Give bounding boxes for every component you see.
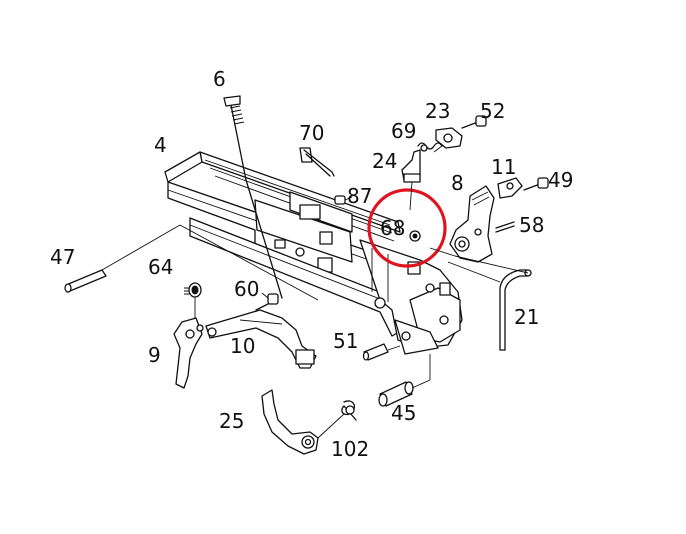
callout-69: 69 [391, 119, 416, 143]
callout-47: 47 [50, 245, 75, 269]
part-45-sleeve [378, 381, 414, 407]
part-9-trigger [173, 317, 204, 389]
part-6-screw [223, 95, 283, 299]
part-51-pin [362, 343, 389, 361]
part-10-trigger-bar [205, 309, 317, 369]
callout-4: 4 [154, 133, 167, 157]
callout-24: 24 [372, 149, 397, 173]
part-8-hammer [449, 185, 495, 263]
part-102-clip [341, 400, 357, 421]
callout-labels: 4 6 70 69 23 52 24 87 8 11 49 68 58 47 6… [50, 67, 573, 461]
part-24-latch [401, 149, 421, 183]
part-64-spring [184, 282, 202, 298]
callout-87: 87 [347, 184, 372, 208]
part-60-screw [255, 293, 279, 311]
callout-60: 60 [234, 277, 259, 301]
callout-58: 58 [519, 213, 544, 237]
callout-11: 11 [491, 155, 516, 179]
callout-70: 70 [299, 121, 324, 145]
callout-25: 25 [219, 409, 244, 433]
callout-21: 21 [514, 305, 539, 329]
part-68-ring [367, 188, 447, 268]
leader-lines [101, 145, 529, 439]
callout-51: 51 [333, 329, 358, 353]
callout-64: 64 [148, 255, 173, 279]
part-52-screw [461, 115, 487, 129]
part-25-lever [261, 389, 319, 455]
part-69-spring [417, 142, 443, 152]
callout-102: 102 [331, 437, 369, 461]
callout-45: 45 [391, 401, 416, 425]
part-70-spring [299, 147, 335, 177]
part-11-sear [497, 177, 523, 199]
frame-housing [164, 151, 463, 355]
part-87-pin [334, 195, 353, 205]
callout-9: 9 [148, 343, 161, 367]
part-23-block [435, 127, 463, 149]
part-47-pin [64, 269, 107, 293]
callout-68: 68 [380, 216, 405, 240]
callout-52: 52 [480, 99, 505, 123]
callout-10: 10 [230, 334, 255, 358]
highlight-circle [367, 188, 447, 268]
callout-23: 23 [425, 99, 450, 123]
callout-49: 49 [548, 168, 573, 192]
callout-8: 8 [451, 171, 464, 195]
callout-6: 6 [213, 67, 226, 91]
part-49-screw [523, 177, 549, 191]
part-58-pin [495, 221, 515, 233]
